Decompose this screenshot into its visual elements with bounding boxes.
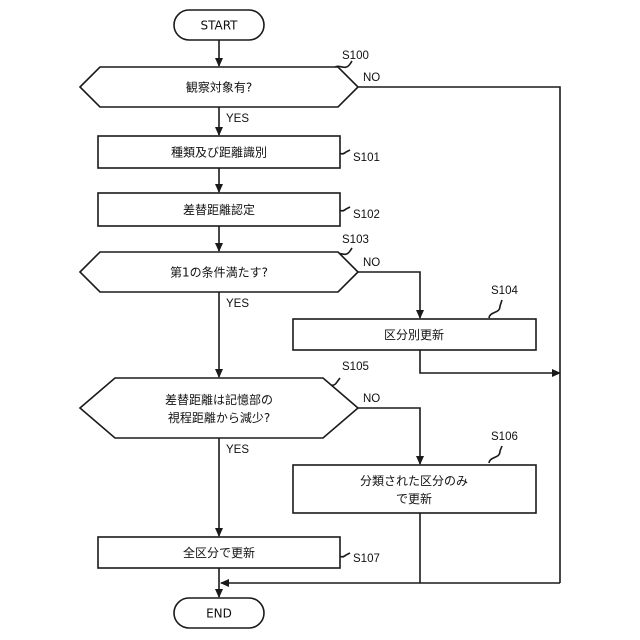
process-s104-label: 区分別更新 [384,327,444,342]
step-label-s107: S107 [353,553,380,565]
process-s104: 区分別更新 S104 [293,285,536,350]
decision-s105-shape [80,378,358,438]
end-terminal: END [174,598,264,628]
leader-s106 [489,446,502,463]
decision-s103: 第1の条件満たす? S103 NO YES [80,234,380,310]
step-label-s106: S106 [491,431,518,443]
decision-s100: 観察対象有? S100 NO YES [80,50,380,125]
connector-s103-no-s104 [358,272,420,318]
process-s106: 分類された区分のみ で更新 S106 [293,431,536,513]
process-s106-label-line2: で更新 [396,491,432,506]
step-label-s101: S101 [353,152,380,164]
s105-no-label: NO [363,393,380,405]
process-s101: 種類及び距離識別 S101 [98,136,380,168]
arrowhead-trunk-merge [220,579,229,587]
leader-s104 [489,300,502,318]
arrowhead-s105-in [215,369,223,378]
process-s107: 全区分で更新 S107 [98,537,380,568]
step-label-s102: S102 [353,209,380,221]
arrowhead-s102-in [215,184,223,193]
arrowhead-s106-in [416,456,424,465]
s100-no-label: NO [363,72,380,84]
step-label-s100: S100 [342,50,369,62]
process-s102-label: 差替距離認定 [183,202,255,217]
process-s106-label-line1: 分類された区分のみ [360,474,468,488]
end-label: END [206,607,232,621]
decision-s105-label-line1: 差替距離は記憶部の [165,392,273,407]
decision-s103-label: 第1の条件満たす? [170,266,268,280]
arrowhead-end-in [215,589,223,598]
process-s102: 差替距離認定 S102 [98,193,380,226]
arrowhead-s100-in [215,58,223,67]
decision-s105-label-line2: 視程距離から減少? [168,410,270,425]
process-s107-label: 全区分で更新 [183,545,255,560]
start-terminal: START [174,10,264,40]
arrowhead-s103-in [215,243,223,252]
s103-yes-label: YES [226,298,249,310]
decision-s105: 差替距離は記憶部の 視程距離から減少? S105 NO YES [80,361,380,456]
step-label-s103: S103 [342,234,369,246]
s103-no-label: NO [363,257,380,269]
process-s101-label: 種類及び距離識別 [171,146,267,160]
s100-yes-label: YES [226,113,249,125]
connector-s105-no-s106 [358,408,420,464]
connector-s104-rail [420,350,558,373]
decision-s100-label: 観察対象有? [186,81,252,95]
s105-yes-label: YES [226,444,249,456]
start-label: START [200,19,238,33]
arrowhead-s107-in [215,528,223,537]
step-label-s104: S104 [491,285,518,297]
arrowhead-s101-in [215,127,223,136]
step-label-s105: S105 [342,361,369,373]
arrowhead-s104-in [416,310,424,319]
